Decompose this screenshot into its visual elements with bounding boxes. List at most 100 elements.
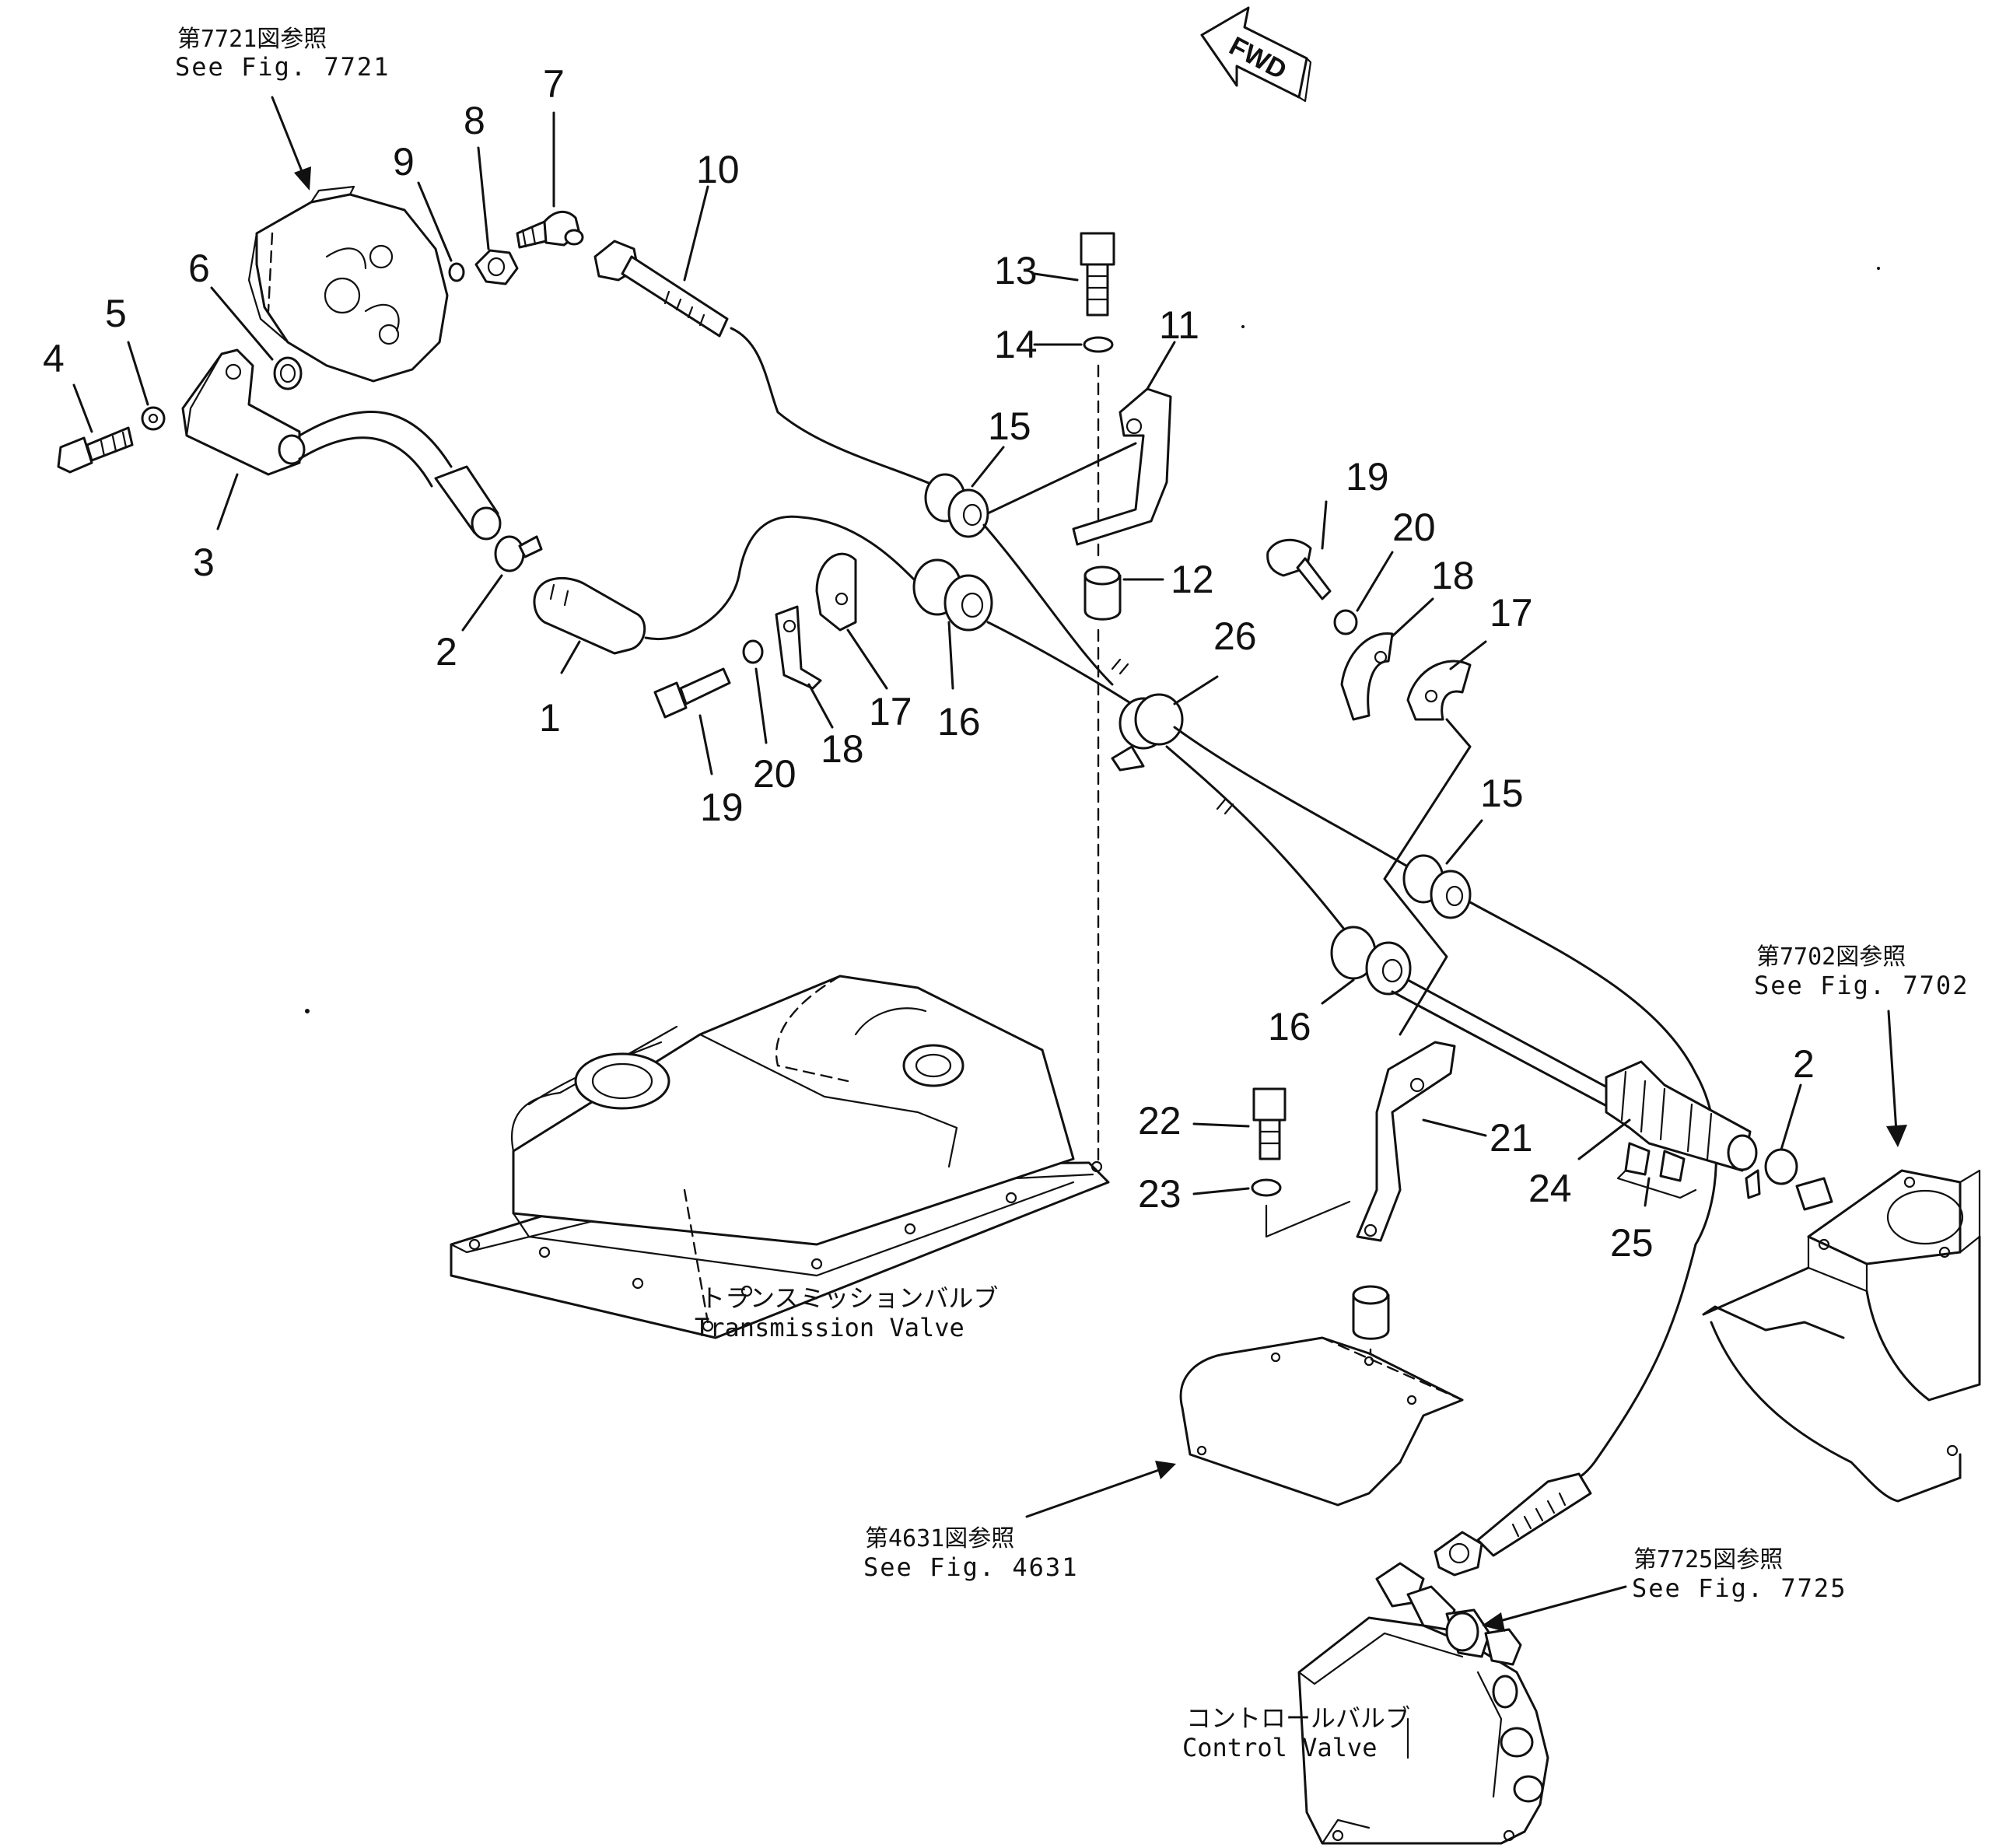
callout-number: 3 bbox=[193, 541, 215, 584]
part-14-washer bbox=[1083, 336, 1114, 353]
reference-fig-7702-jp: 第7702図参照 bbox=[1756, 943, 1906, 971]
callout-number: 14 bbox=[994, 323, 1038, 366]
part-21-bracket bbox=[1356, 1041, 1456, 1242]
callout-number: 16 bbox=[937, 700, 981, 744]
reference-fig-4631: 第4631図参照 See Fig. 4631 bbox=[863, 1461, 1176, 1582]
callout-23: 23 bbox=[1138, 1172, 1250, 1216]
control-valve-en: Control Valve bbox=[1182, 1733, 1377, 1762]
callout-12: 12 bbox=[1122, 558, 1214, 601]
callout-number: 11 bbox=[1159, 303, 1199, 347]
callout-22: 22 bbox=[1138, 1099, 1250, 1143]
callout-26: 26 bbox=[1173, 614, 1257, 705]
part-20-washer-right bbox=[1333, 609, 1358, 635]
callout-number: 15 bbox=[1480, 772, 1524, 815]
part-17-clamp-right bbox=[1406, 660, 1472, 721]
part-2-clamp bbox=[494, 535, 543, 572]
transmission-valve: トランスミッションバルブ Transmission Valve bbox=[450, 975, 1110, 1342]
part-18-clamp-right bbox=[1340, 632, 1394, 721]
callout-number: 2 bbox=[436, 630, 457, 674]
callout-number: 12 bbox=[1171, 558, 1214, 601]
callout-number: 2 bbox=[1793, 1042, 1815, 1086]
callout-number: 20 bbox=[1392, 506, 1436, 549]
part-20-washer-left bbox=[742, 639, 764, 664]
part-19-bolt-left bbox=[653, 667, 731, 719]
callout-number: 7 bbox=[543, 62, 565, 106]
part-7-elbow bbox=[516, 210, 584, 249]
reference-fig-7725-en: See Fig. 7725 bbox=[1632, 1573, 1847, 1603]
callout-number: 25 bbox=[1610, 1221, 1654, 1265]
callout-number: 17 bbox=[869, 690, 912, 733]
callout-17-left: 17 bbox=[846, 628, 912, 733]
part-5-washer bbox=[141, 406, 166, 431]
lower-hose bbox=[1434, 1243, 1697, 1577]
callout-number: 19 bbox=[1346, 455, 1389, 499]
arrowhead-icon bbox=[1482, 1612, 1505, 1632]
callout-1: 1 bbox=[539, 640, 581, 740]
part-4-bolt bbox=[57, 426, 134, 474]
fig-4631-cover bbox=[1179, 1336, 1464, 1507]
part-19-bolt-right bbox=[1266, 538, 1332, 600]
callout-number: 4 bbox=[43, 337, 65, 380]
part-16-grommet-lower bbox=[1330, 926, 1412, 996]
callout-16-upper: 16 bbox=[937, 621, 981, 744]
hydraulic-pump bbox=[247, 185, 449, 383]
callout-14: 14 bbox=[994, 323, 1083, 366]
callout-7: 7 bbox=[543, 62, 565, 208]
callout-number: 8 bbox=[464, 99, 485, 142]
callout-number: 20 bbox=[753, 752, 796, 796]
part-3-flange bbox=[181, 348, 306, 476]
callout-19-left: 19 bbox=[698, 714, 744, 829]
callout-2: 2 bbox=[436, 574, 503, 674]
arrowhead-icon bbox=[1886, 1125, 1907, 1147]
part-26-clamp bbox=[1111, 693, 1184, 772]
callout-17-right: 17 bbox=[1449, 591, 1533, 670]
part-2-clamp-right bbox=[1745, 1148, 1798, 1199]
fig-7702-housing bbox=[1702, 1169, 1981, 1503]
part-6-o-ring bbox=[273, 356, 303, 390]
callout-3: 3 bbox=[193, 473, 239, 584]
callout-18-right: 18 bbox=[1391, 554, 1475, 638]
part-8-nut bbox=[474, 249, 519, 285]
callout-16-lower: 16 bbox=[1268, 978, 1355, 1048]
callout-number: 9 bbox=[393, 140, 415, 184]
arrowhead-icon bbox=[294, 166, 311, 191]
reference-fig-4631-en: See Fig. 4631 bbox=[863, 1552, 1078, 1582]
callout-number: 16 bbox=[1268, 1005, 1311, 1048]
part-10-hose bbox=[593, 240, 947, 492]
part-22-bolt bbox=[1252, 1087, 1287, 1160]
callout-number: 17 bbox=[1490, 591, 1533, 635]
callout-20-left: 20 bbox=[753, 667, 796, 796]
callout-number: 10 bbox=[696, 148, 740, 191]
reference-fig-7702: 第7702図参照 See Fig. 7702 bbox=[1754, 943, 1967, 1147]
callout-15-upper: 15 bbox=[971, 404, 1031, 488]
pipe-fitting bbox=[434, 465, 502, 541]
callout-2-right: 2 bbox=[1780, 1042, 1815, 1151]
callout-number: 22 bbox=[1138, 1099, 1182, 1143]
callout-number: 21 bbox=[1490, 1116, 1533, 1160]
part-23-washer bbox=[1251, 1178, 1282, 1197]
callout-20-right: 20 bbox=[1356, 506, 1436, 612]
part-9-o-ring bbox=[448, 262, 465, 282]
callout-19-right: 19 bbox=[1321, 455, 1389, 550]
spacer-lower bbox=[1352, 1285, 1390, 1340]
transmission-valve-jp: トランスミッションバルブ bbox=[700, 1283, 998, 1313]
transmission-valve-en: Transmission Valve bbox=[695, 1313, 964, 1342]
part-15-grommet-upper bbox=[924, 473, 989, 538]
reference-fig-7725-jp: 第7725図参照 bbox=[1633, 1546, 1783, 1573]
callout-24: 24 bbox=[1528, 1118, 1631, 1210]
callout-5: 5 bbox=[105, 292, 149, 406]
part-17-clamp-left bbox=[815, 552, 857, 632]
callout-number: 18 bbox=[1431, 554, 1475, 597]
control-valve: コントロールバルブ Control Valve bbox=[1182, 1562, 1549, 1845]
callout-number: 24 bbox=[1528, 1167, 1572, 1210]
callout-13: 13 bbox=[994, 249, 1079, 292]
part-25-clamp bbox=[1616, 1142, 1697, 1199]
callout-21: 21 bbox=[1422, 1116, 1533, 1160]
callout-number: 19 bbox=[700, 786, 744, 829]
reference-fig-7725: 第7725図参照 See Fig. 7725 bbox=[1482, 1546, 1847, 1632]
reference-fig-7721-jp: 第7721図参照 bbox=[177, 26, 327, 53]
callout-8: 8 bbox=[464, 99, 490, 250]
callout-11: 11 bbox=[1146, 303, 1199, 390]
part-24-fitting bbox=[1605, 1060, 1758, 1172]
